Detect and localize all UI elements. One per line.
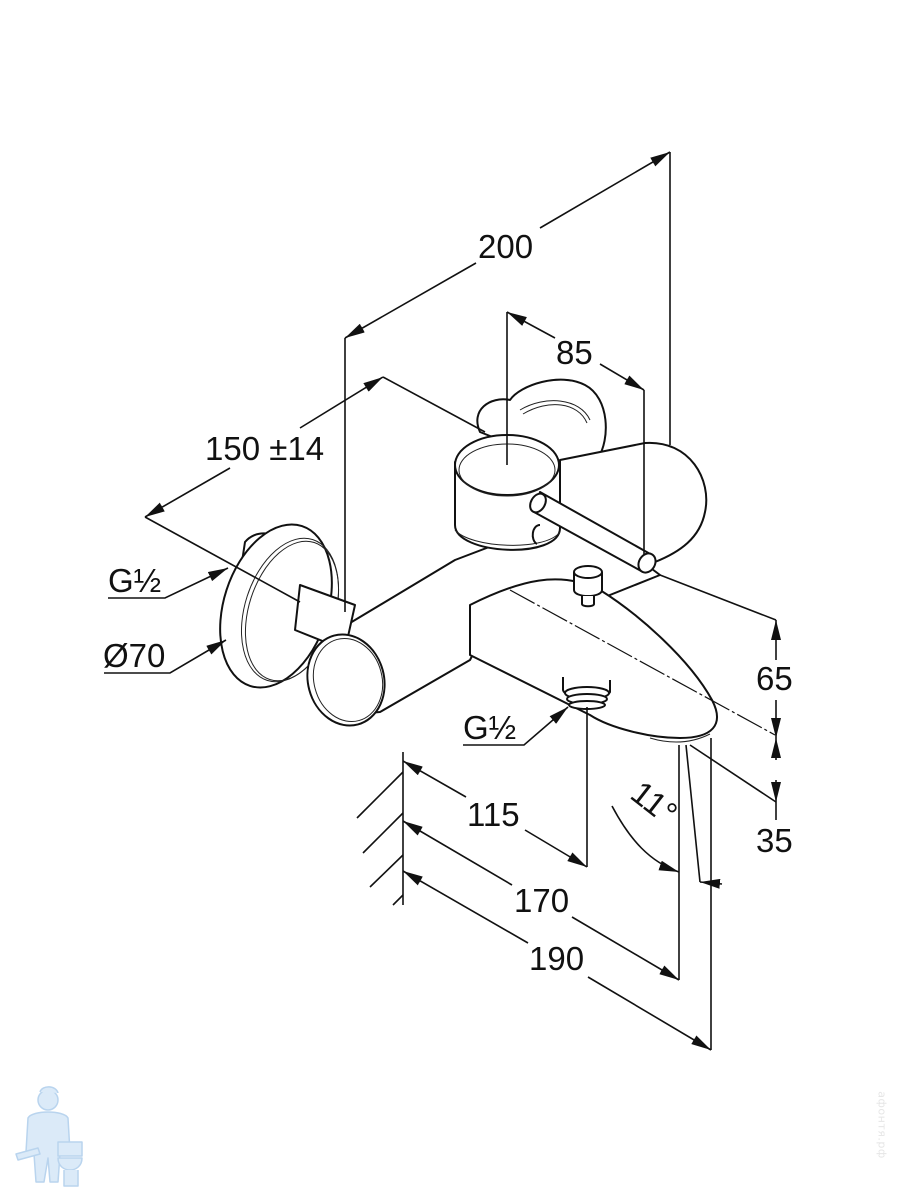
dim-150-line	[144, 467, 231, 518]
dim-85-line	[506, 311, 556, 339]
dim-200-line	[344, 262, 477, 339]
dim-170-line	[402, 820, 513, 886]
diverter-knob	[573, 565, 603, 608]
outlet-thread	[562, 677, 611, 710]
leader-g-half-left	[108, 567, 229, 599]
escutcheon-front	[219, 523, 356, 689]
label-170: 170	[514, 882, 569, 919]
label-85: 85	[556, 334, 593, 371]
dimension-lines	[104, 151, 781, 1051]
label-35: 35	[756, 822, 793, 859]
dim-angle-arc	[611, 805, 680, 873]
escutcheon-back	[476, 378, 607, 471]
left-end-cap	[306, 633, 386, 727]
dim-115-line	[402, 760, 467, 798]
label-150-tolerance: 150 ±14	[205, 430, 324, 467]
label-200: 200	[478, 228, 533, 265]
plumber-mascot-logo	[15, 1086, 83, 1187]
lever-handle	[529, 491, 657, 574]
leader-d70	[104, 639, 227, 674]
label-angle-11: 11°	[624, 774, 684, 832]
mixer-body	[219, 378, 776, 743]
label-diameter-70: Ø70	[103, 637, 165, 674]
spout-axis-line	[509, 589, 776, 736]
spout	[469, 578, 718, 739]
label-115: 115	[467, 796, 520, 833]
label-g-half-left: G½	[108, 562, 161, 599]
site-watermark-text: афонтя.рф	[875, 1091, 889, 1159]
label-65: 65	[756, 660, 793, 697]
dim-190-line	[402, 870, 529, 944]
leader-g-half-outlet	[463, 706, 569, 746]
label-190: 190	[529, 940, 584, 977]
site-watermark: афонтя.рф	[872, 1085, 892, 1165]
label-g-half-outlet: G½	[463, 709, 516, 746]
